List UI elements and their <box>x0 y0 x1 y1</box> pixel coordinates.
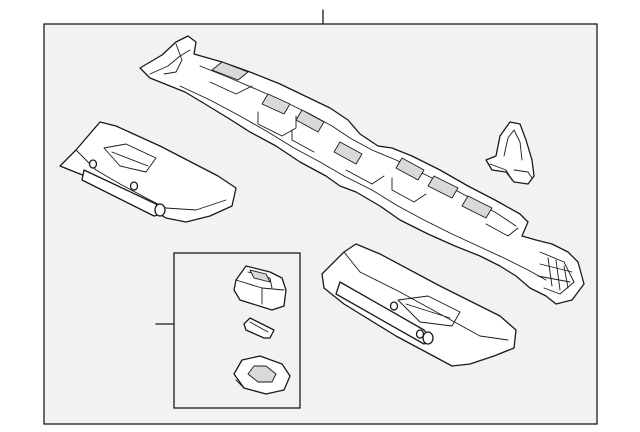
retainer-clip <box>485 121 535 185</box>
lamp-lens <box>243 317 275 339</box>
lamp-housing <box>233 265 287 311</box>
right-sill-plate <box>321 243 517 367</box>
main-trim-panel <box>139 35 585 305</box>
lamp-bezel <box>233 355 291 395</box>
left-sill-plate <box>59 121 237 223</box>
